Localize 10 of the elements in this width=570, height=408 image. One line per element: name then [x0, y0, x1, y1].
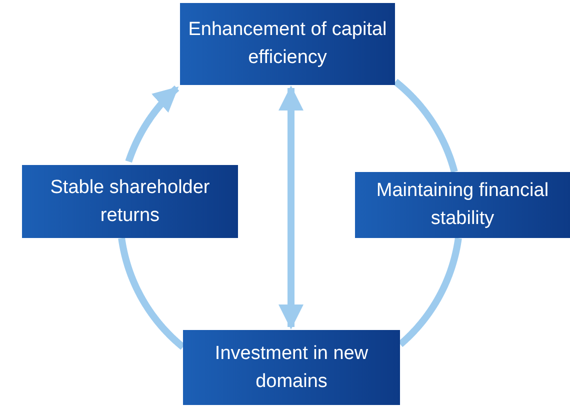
process-box — [183, 330, 400, 405]
box-label: Stable shareholder returns — [49, 176, 211, 228]
box-label: Investment in new domains — [214, 342, 370, 394]
box-label: Maintaining financial stability — [375, 179, 550, 231]
process-box — [180, 3, 395, 85]
box-label: Enhancement of capital efficiency — [188, 18, 387, 70]
process-box — [22, 165, 238, 238]
arrow — [278, 85, 304, 330]
arrow — [125, 85, 180, 164]
process-box — [355, 172, 570, 238]
